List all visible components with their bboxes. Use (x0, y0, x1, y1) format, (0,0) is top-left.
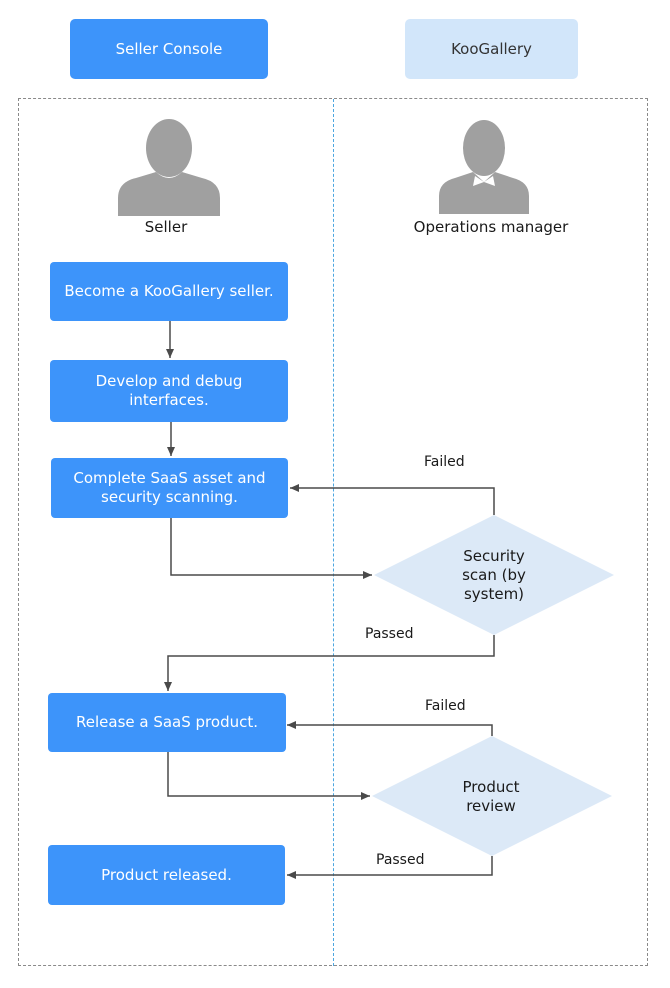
operations-manager-label: Operations manager (413, 218, 569, 236)
security-scan-line-2: scan (by (462, 566, 526, 584)
security-scan-text: Security scan (by system) (462, 547, 526, 604)
arrow-release-to-review (167, 752, 370, 800)
edge-label-scan-passed: Passed (365, 626, 414, 642)
lane-header-koogallery: KooGallery (405, 19, 578, 79)
step-become-seller: Become a KooGallery seller. (50, 262, 288, 321)
arrow-review-failed (287, 721, 493, 736)
edge-label-review-passed: Passed (376, 852, 425, 868)
edge-label-review-failed: Failed (425, 698, 466, 714)
security-scan-line-1: Security (463, 547, 525, 565)
step-product-released: Product released. (48, 845, 285, 905)
arrow-scan-passed (164, 635, 495, 691)
operations-manager-person-icon (439, 120, 529, 214)
seller-person-icon (118, 119, 220, 216)
product-review-line-2: review (466, 797, 516, 815)
product-review-line-1: Product (462, 778, 520, 796)
arrow-review-passed (287, 856, 493, 879)
arrow-complete-to-security-scan (170, 518, 372, 579)
product-review-decision (372, 736, 612, 856)
edge-label-scan-failed: Failed (424, 454, 465, 470)
lane-divider (333, 99, 334, 966)
step-complete-scanning: Complete SaaS asset and security scannin… (51, 458, 288, 518)
security-scan-decision (374, 515, 614, 635)
product-review-text: Product review (463, 778, 520, 816)
lane-header-seller-console: Seller Console (70, 19, 268, 79)
arrow-scan-failed (290, 484, 495, 515)
step-develop-debug: Develop and debug interfaces. (50, 360, 288, 422)
security-scan-line-3: system) (463, 585, 525, 603)
step-release-product: Release a SaaS product. (48, 693, 286, 752)
seller-label: Seller (144, 218, 188, 236)
